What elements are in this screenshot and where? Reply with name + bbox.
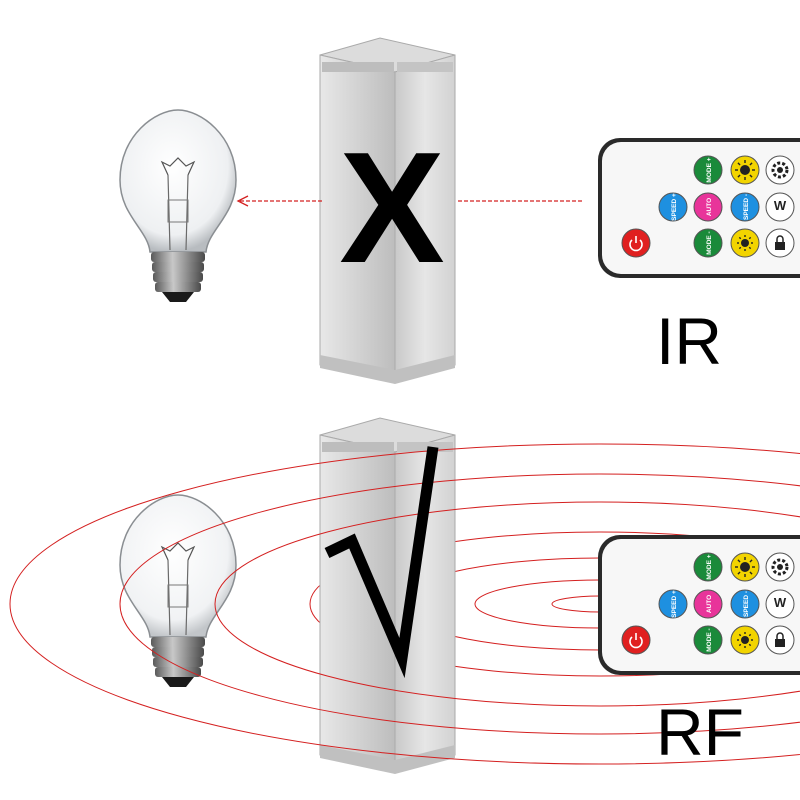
passes-mark-text: √ xyxy=(0,0,1,1)
svg-text:SPEED +: SPEED + xyxy=(671,590,678,618)
remote-button xyxy=(730,625,760,655)
remote-button: W xyxy=(765,589,795,619)
remote-button: AUTO xyxy=(693,589,723,619)
svg-text:AUTO: AUTO xyxy=(706,198,713,216)
remote-button xyxy=(765,552,795,582)
ir-remote-control: MODE + SPEED + AUTO SPEED - W MODE - xyxy=(598,138,800,278)
remote-button: AUTO xyxy=(693,192,723,222)
remote-button: SPEED + xyxy=(658,589,688,619)
svg-text:MODE -: MODE - xyxy=(706,628,713,651)
remote-button xyxy=(765,228,795,258)
remote-button: MODE - xyxy=(693,625,723,655)
svg-text:SPEED +: SPEED + xyxy=(671,193,678,221)
rf-wave-ring xyxy=(9,443,800,765)
rf-signal-waves-front xyxy=(9,443,800,765)
remote-button xyxy=(765,625,795,655)
remote-button xyxy=(730,552,760,582)
rf-label: RF xyxy=(656,695,744,769)
svg-text:SPEED -: SPEED - xyxy=(743,194,750,220)
svg-text:MODE -: MODE - xyxy=(706,231,713,254)
remote-button: MODE + xyxy=(693,552,723,582)
light-bulb-icon xyxy=(119,494,237,687)
ir-label: IR xyxy=(656,304,722,378)
remote-button xyxy=(621,625,651,655)
ir-signal-beam xyxy=(236,195,584,207)
remote-button xyxy=(621,228,651,258)
svg-text:MODE +: MODE + xyxy=(706,554,713,579)
remote-button xyxy=(730,228,760,258)
light-bulb-icon xyxy=(119,109,237,302)
svg-text:MODE +: MODE + xyxy=(706,157,713,182)
wall-pillar-top xyxy=(319,37,456,384)
rf-wave-ring xyxy=(214,501,800,707)
wall-pillar-bottom xyxy=(319,417,456,774)
passes-mark: √ xyxy=(0,0,439,679)
remote-button xyxy=(730,155,760,185)
svg-text:W: W xyxy=(774,595,787,610)
remote-button: SPEED + xyxy=(658,192,688,222)
svg-text:AUTO: AUTO xyxy=(706,595,713,613)
blocked-mark: X xyxy=(339,120,444,296)
ir-scene: X MODE + SPEED + AUTO SPEED - W MODE - xyxy=(119,37,800,384)
remote-button: SPEED - xyxy=(730,589,760,619)
remote-button xyxy=(765,155,795,185)
rf-remote-control: MODE + SPEED + AUTO SPEED - W MODE - xyxy=(598,535,800,675)
remote-button: SPEED - xyxy=(730,192,760,222)
svg-text:SPEED -: SPEED - xyxy=(743,591,750,617)
rf-scene: √ MODE + SPEED + AUTO SPEED - W MODE - xyxy=(0,0,800,774)
remote-button: W xyxy=(765,192,795,222)
rf-wave-ring xyxy=(309,531,800,677)
svg-text:W: W xyxy=(774,198,787,213)
rf-wave-ring xyxy=(119,473,800,735)
remote-button: MODE - xyxy=(693,228,723,258)
remote-button: MODE + xyxy=(693,155,723,185)
